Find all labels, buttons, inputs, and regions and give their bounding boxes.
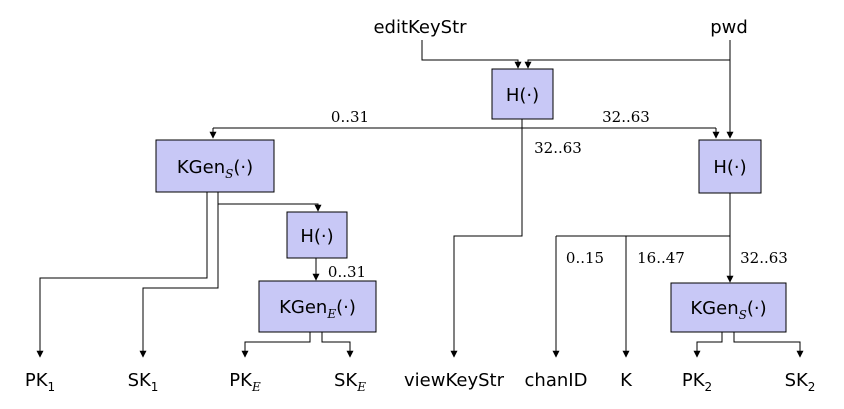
wire-kgen-e-to-pke: [241, 332, 311, 358]
output-ske: SKE: [334, 370, 366, 394]
range-label-0-31-mid: 0..31: [328, 263, 366, 281]
hash-box-mid: H(·): [286, 211, 348, 259]
input-editkeystr: editKeyStr: [373, 17, 467, 38]
output-k: K: [620, 370, 633, 391]
wires: [36, 40, 804, 358]
kgen-s-box-right: KGenS(·): [670, 282, 787, 333]
wire-kgen-e-to-ske: [321, 332, 354, 358]
kgen-s-right-label: KGenS(·): [690, 298, 766, 322]
hash-box-top: H(·): [491, 68, 554, 120]
output-pke: PKE: [229, 370, 261, 394]
wire-editkeystr-to-hash: [421, 40, 522, 69]
kgen-s-left-label: KGenS(·): [177, 157, 253, 181]
output-viewkeystr: viewKeyStr: [404, 370, 505, 391]
output-sk1: SK1: [128, 370, 159, 394]
wire-pwd-to-hash: [524, 40, 731, 69]
hash-right-label: H(·): [713, 157, 746, 178]
kgen-e-box: KGenE(·): [258, 280, 377, 333]
kgen-e-label: KGenE(·): [279, 297, 356, 321]
hash-mid-label: H(·): [300, 226, 333, 247]
wire-kgen-to-sk1: [139, 192, 219, 358]
wire-kgen-to-pk1: [36, 192, 208, 358]
output-pk2: PK2: [682, 370, 712, 394]
wire-kgen-to-hash-mid: [218, 203, 322, 212]
range-label-16-47: 16..47: [637, 249, 685, 267]
range-label-0-15: 0..15: [566, 249, 604, 267]
wire-kgen-right-to-sk2: [733, 332, 804, 358]
hash-top-label: H(·): [506, 85, 539, 106]
output-sk2: SK2: [785, 370, 816, 394]
output-pk1: PK1: [25, 370, 55, 394]
wire-hash-to-viewkeystr: [450, 119, 523, 358]
range-label-0-31-top: 0..31: [331, 108, 369, 126]
kgen-s-box-left: KGenS(·): [155, 139, 275, 193]
range-label-32-63-top: 32..63: [602, 108, 650, 126]
hash-box-right: H(·): [698, 139, 762, 194]
input-pwd: pwd: [710, 17, 748, 38]
output-chanid: chanID: [525, 370, 588, 391]
wire-kgen-right-to-pk2: [693, 332, 723, 358]
range-label-32-63-view: 32..63: [534, 139, 582, 157]
range-label-32-63-right: 32..63: [740, 249, 788, 267]
